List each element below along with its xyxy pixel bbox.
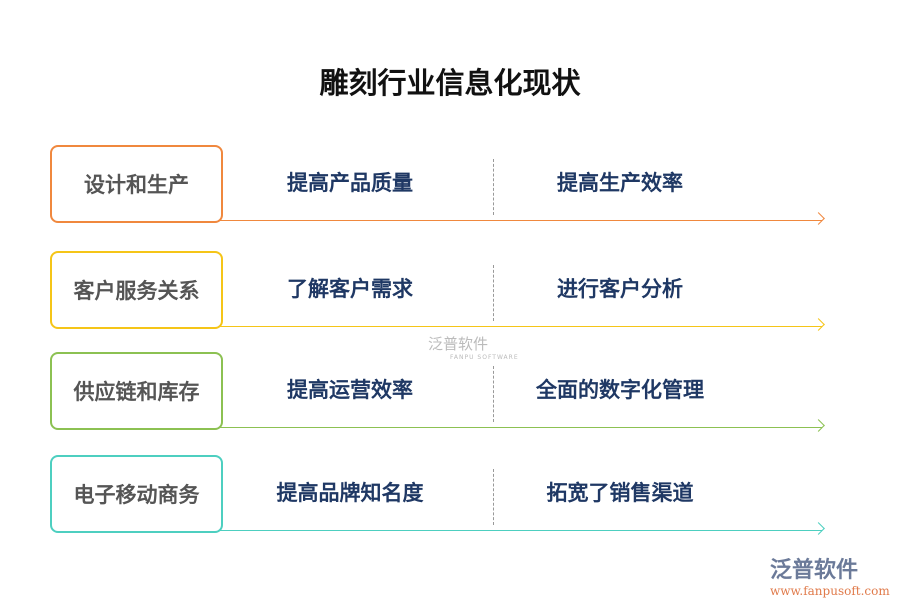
benefit-1: 了解客户需求 bbox=[287, 277, 413, 301]
benefit-2: 拓宽了销售渠道 bbox=[546, 481, 694, 505]
arrow-line bbox=[210, 427, 822, 428]
category-box: 客户服务关系 bbox=[50, 251, 223, 329]
watermark-sub: FANPU SOFTWARE bbox=[450, 354, 519, 361]
divider bbox=[493, 159, 494, 215]
arrow-line bbox=[210, 220, 822, 221]
arrow-head-icon bbox=[812, 318, 825, 331]
watermark-name: 泛普软件 bbox=[428, 335, 489, 353]
page-title: 雕刻行业信息化现状 bbox=[319, 66, 581, 100]
row: 客户服务关系 了解客户需求 进行客户分析 bbox=[50, 251, 830, 331]
category-box: 电子移动商务 bbox=[50, 455, 223, 533]
row: 电子移动商务 提高品牌知名度 拓宽了销售渠道 bbox=[50, 455, 830, 535]
arrow-head-icon bbox=[812, 419, 825, 432]
divider bbox=[493, 366, 494, 422]
benefit-2: 全面的数字化管理 bbox=[536, 378, 704, 402]
arrow-line bbox=[210, 530, 822, 531]
benefit-1: 提高运营效率 bbox=[287, 378, 413, 402]
row: 供应链和库存 提高运营效率 全面的数字化管理 bbox=[50, 352, 830, 432]
arrow-line bbox=[210, 326, 822, 327]
arrow-head-icon bbox=[812, 212, 825, 225]
benefit-2: 进行客户分析 bbox=[557, 277, 683, 301]
benefit-2: 提高生产效率 bbox=[557, 171, 683, 195]
divider bbox=[493, 265, 494, 321]
benefit-1: 提高品牌知名度 bbox=[276, 481, 424, 505]
brand-logo: 泛普软件 www.fanpusoft.com bbox=[770, 552, 890, 598]
logo-url: www.fanpusoft.com bbox=[770, 584, 890, 598]
divider bbox=[493, 469, 494, 525]
benefit-1: 提高产品质量 bbox=[287, 171, 413, 195]
arrow-head-icon bbox=[812, 522, 825, 535]
logo-name: 泛普软件 bbox=[770, 558, 859, 583]
row: 设计和生产 提高产品质量 提高生产效率 bbox=[50, 145, 830, 225]
category-box: 设计和生产 bbox=[50, 145, 223, 223]
category-box: 供应链和库存 bbox=[50, 352, 223, 430]
